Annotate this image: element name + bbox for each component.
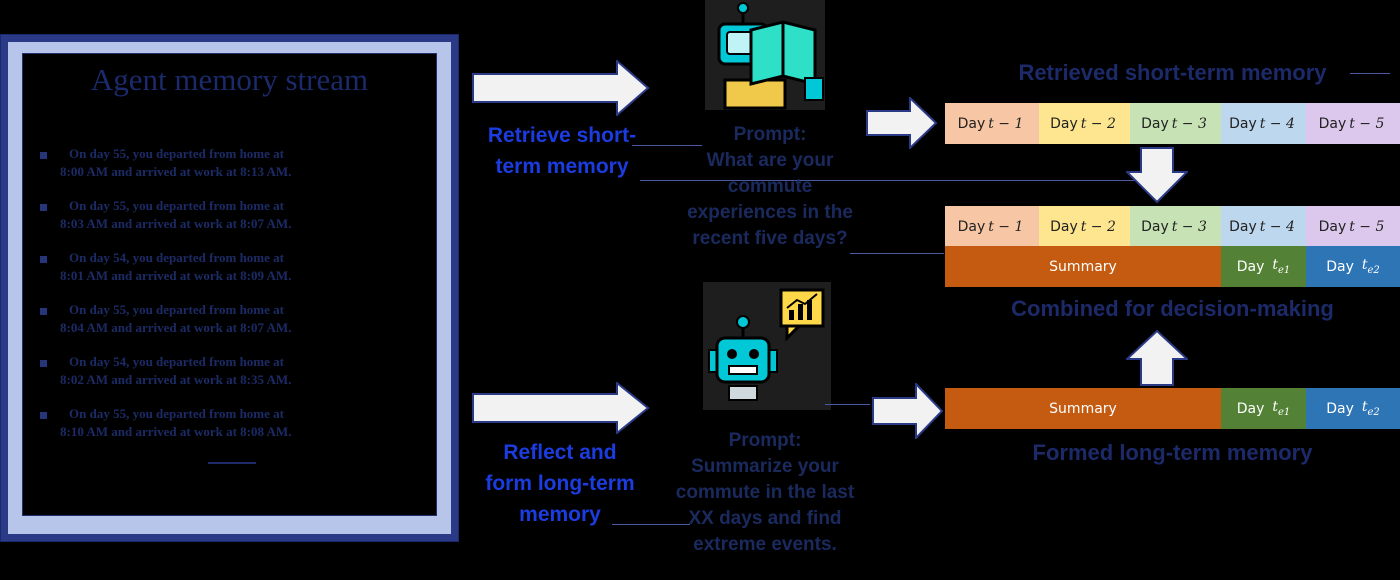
reflect-leader-line (612, 524, 690, 525)
bullet-icon (40, 203, 47, 211)
robot-reading-book-icon (705, 0, 825, 114)
memory-item: On day 54, you departed from home at 8:0… (40, 249, 430, 285)
memory-item: On day 55, you departed from home at 8:0… (40, 301, 430, 337)
retrieve-prompt: Prompt: What are your commute experience… (687, 124, 853, 249)
bullet-icon (40, 359, 47, 367)
retrieve-label: Retrieve short- term memory (487, 124, 637, 178)
prompt-connector-line (850, 253, 944, 254)
memory-item: On day 54, you departed from home at 8:0… (40, 353, 430, 389)
reflect-label: Reflect and form long-term memory (485, 441, 635, 526)
memory-stream-panel-core (22, 53, 437, 516)
memory-item: On day 55, you departed from home at 8:0… (40, 145, 430, 181)
bullet-icon (40, 411, 47, 419)
up-arrow-icon (1126, 330, 1188, 386)
bullet-icon (40, 307, 47, 315)
reflect-prompt: Prompt: Summarize your commute in the la… (675, 430, 855, 555)
robot-with-chart-icon (703, 282, 833, 416)
long-term-caption: Formed long-term memory (1032, 440, 1313, 465)
short-term-caption: Retrieved short-term memory (1018, 60, 1327, 85)
retrieve-leader-line (632, 145, 702, 146)
combined-caption: Combined for decision-making (1011, 296, 1334, 321)
bullet-icon (40, 151, 47, 159)
to-short-term-arrow-icon (866, 97, 938, 149)
down-arrow-icon (1126, 147, 1188, 203)
memory-stream-title: Agent memory stream (90, 62, 369, 97)
reflect-arrow-icon (472, 382, 650, 434)
summary-block: Summary (945, 388, 1221, 429)
short-term-caption-line (1350, 73, 1390, 74)
bullet-icon (40, 255, 47, 263)
memory-item: On day 55, you departed from home at 8:0… (40, 197, 430, 233)
memory-item: On day 55, you departed from home at 8:1… (40, 405, 430, 441)
robot-connector-line (825, 404, 870, 405)
more-items-divider (208, 462, 256, 464)
summary-block: Summary (945, 246, 1221, 287)
retrieve-connector-line (640, 180, 1140, 181)
retrieve-arrow-icon (472, 60, 650, 116)
to-long-term-arrow-icon (872, 383, 944, 439)
